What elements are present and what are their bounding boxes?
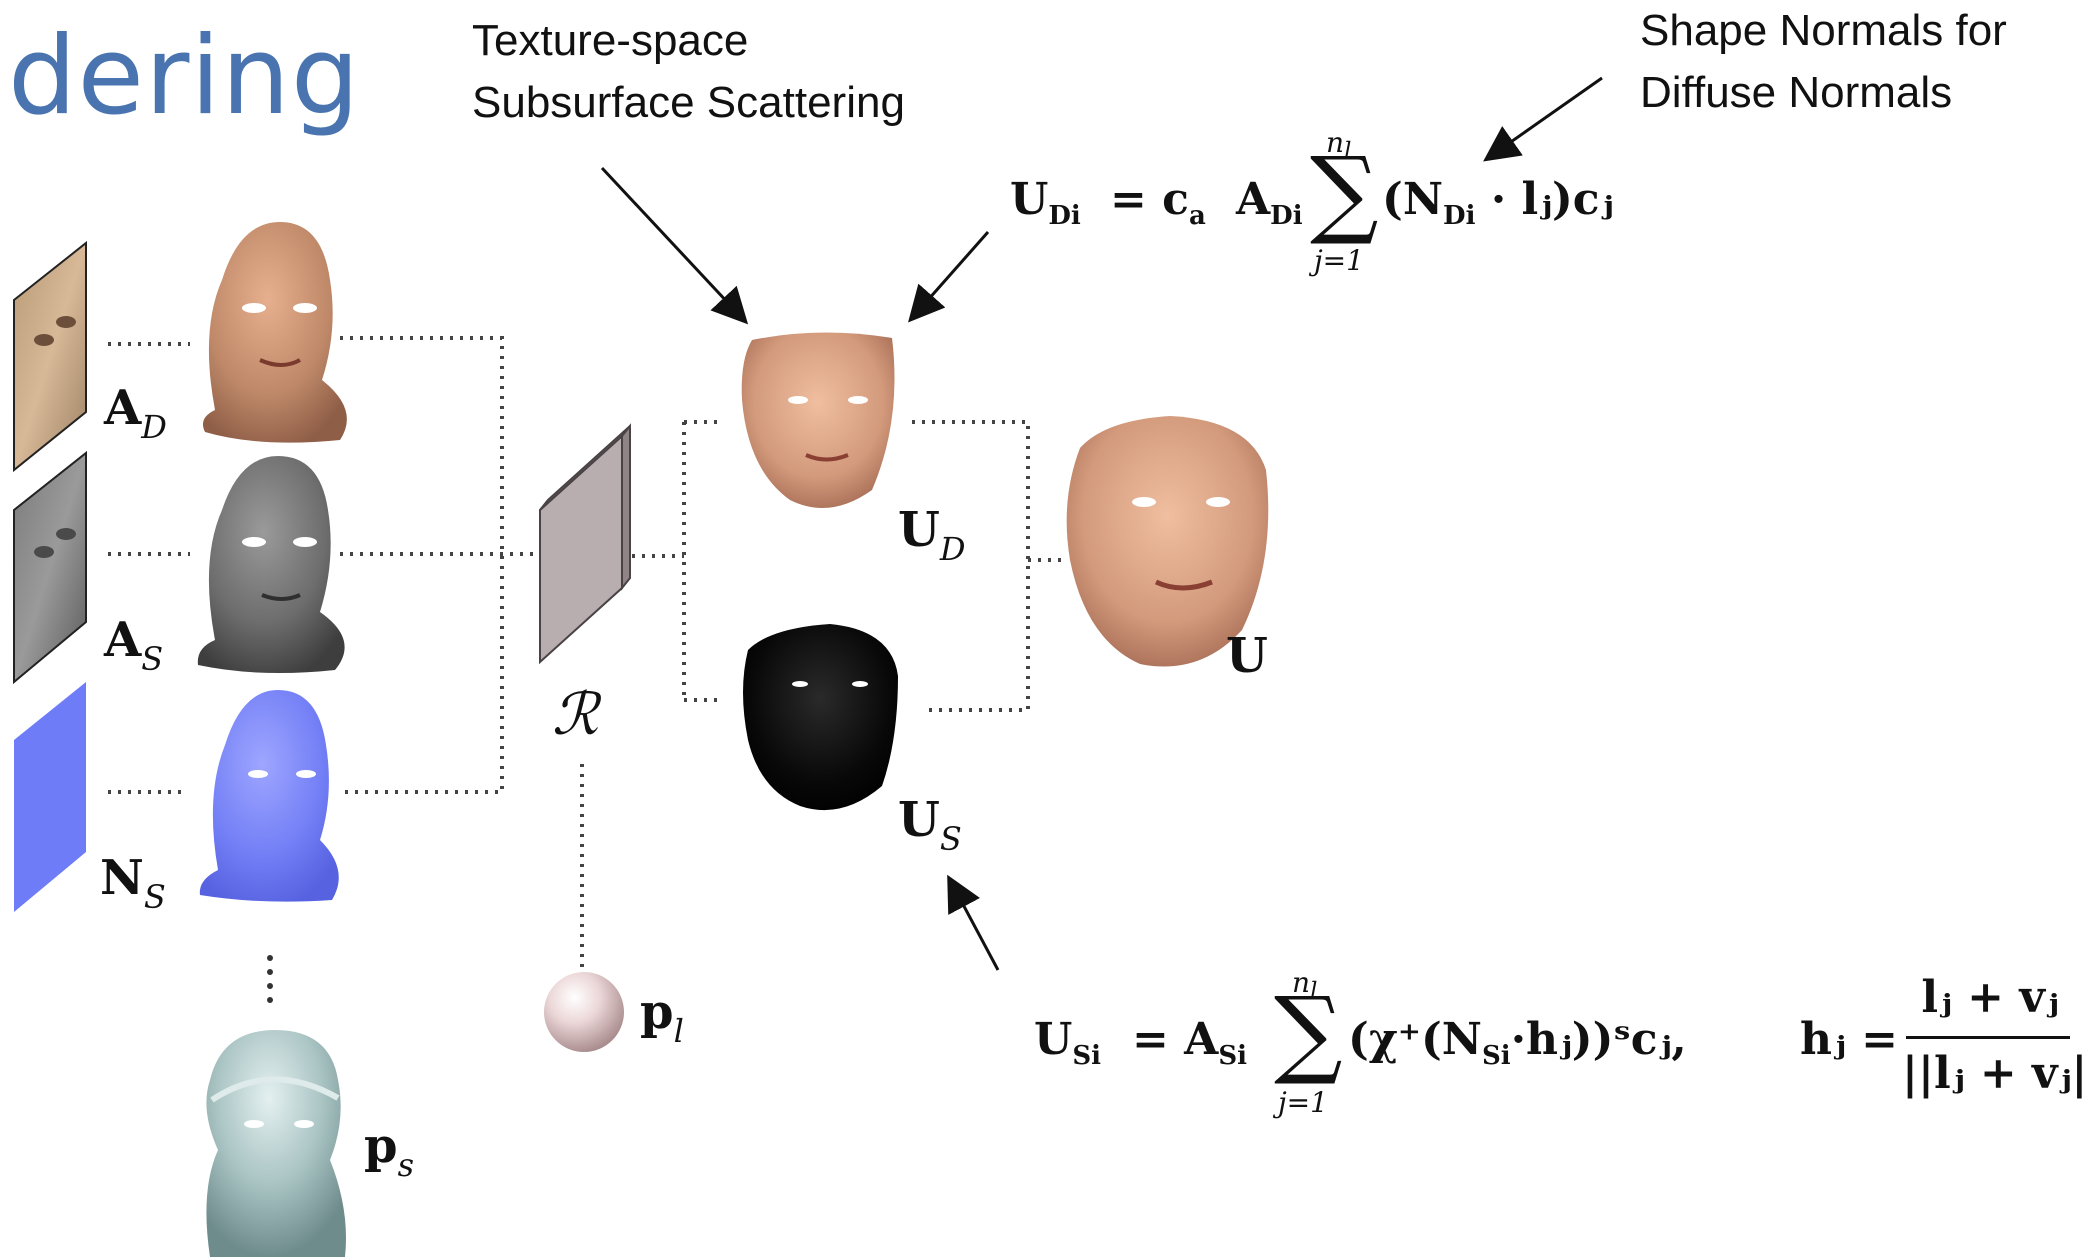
callout-texture-space: Texture-space Subsurface Scattering	[472, 10, 905, 134]
label-light-param: pl	[640, 984, 684, 1050]
specular-albedo-texture	[13, 450, 87, 685]
callout-shape-line-2: Diffuse Normals	[1640, 68, 1953, 117]
normal-map-head	[199, 690, 339, 902]
specular-albedo-head	[197, 456, 345, 674]
normal-map-texture	[14, 682, 86, 912]
ellipsis-dots	[267, 955, 273, 1003]
eq-d-body: (NDi · lⱼ)cⱼ	[1382, 174, 1614, 231]
eq-s-body: (χ⁺(NSi·hⱼ))ˢcⱼ,	[1348, 1014, 1687, 1071]
eq-d-lhs: UDi	[1010, 174, 1081, 231]
eq-d-mid: = ca	[1110, 174, 1206, 231]
label-final-output: U	[1226, 628, 1268, 684]
label-shape-param: ps	[364, 1118, 414, 1184]
diffuse-albedo-head	[202, 222, 347, 443]
eq-s-h-num: lⱼ + vⱼ	[1921, 972, 2059, 1023]
eq-s-frac-line	[1906, 1036, 2070, 1039]
eq-s-lower: j=1	[1278, 1086, 1328, 1119]
callout-texture-line-1: Texture-space	[472, 16, 749, 65]
eq-d-sigma: ∑	[1310, 136, 1379, 248]
label-diffuse-output: UD	[898, 502, 966, 568]
specular-equation: USi = ASi nl ∑ j=1 (χ⁺(NSi·hⱼ))ˢcⱼ, hⱼ =…	[1034, 966, 2085, 1138]
eq-d-lower: j=1	[1314, 244, 1364, 277]
shape-mannequin-head	[206, 1030, 346, 1257]
final-output-face	[1066, 416, 1269, 667]
renderer-block	[539, 423, 631, 665]
callout-shape-normals: Shape Normals for Diffuse Normals	[1640, 0, 2007, 124]
eq-s-upper: nl	[1292, 966, 1318, 1005]
label-specular-albedo: AS	[104, 612, 164, 678]
label-diffuse-albedo: AD	[104, 380, 167, 446]
diffuse-equation: UDi = ca ADi nl ∑ j=1 (NDi · lⱼ)cⱼ	[1010, 126, 1630, 290]
label-specular-output: US	[898, 792, 962, 858]
eq-d-aterm: ADi	[1236, 174, 1303, 231]
callout-arrows	[600, 76, 1603, 971]
callout-shape-line-1: Shape Normals for	[1640, 6, 2007, 55]
label-normal-map: NS	[100, 850, 166, 916]
eq-d-upper: nl	[1326, 126, 1352, 165]
specular-output-face	[743, 624, 898, 811]
eq-s-sigma: ∑	[1274, 976, 1343, 1088]
eq-s-h-lhs: hⱼ =	[1800, 1014, 1898, 1065]
light-sphere	[544, 972, 624, 1052]
eq-s-lhs: USi	[1034, 1014, 1102, 1071]
eq-s-h-den: ||lⱼ + vⱼ||	[1902, 1048, 2085, 1099]
slide-title: dering	[8, 14, 361, 139]
callout-texture-line-2: Subsurface Scattering	[472, 78, 905, 127]
eq-s-mid: = ASi	[1132, 1014, 1247, 1071]
diffuse-albedo-texture	[13, 240, 87, 473]
diffuse-output-face	[741, 332, 895, 508]
label-renderer: ℛ	[552, 680, 599, 748]
